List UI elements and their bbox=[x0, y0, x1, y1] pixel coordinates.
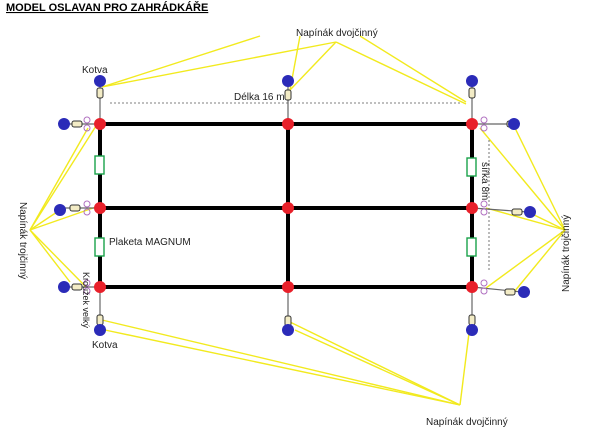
junction-br bbox=[466, 281, 478, 293]
diagram-title: MODEL OSLAVAN PRO ZAHRÁDKÁŘE bbox=[6, 1, 208, 14]
label-kotva-bottom: Kotva bbox=[92, 340, 118, 351]
label-napinak-dvojcinny-top: Napínák dvojčinný bbox=[296, 28, 378, 39]
label-kruzek: Kroužek velký bbox=[81, 272, 91, 329]
label-napinak-trojcinny-right: Napínák trojčinný bbox=[561, 215, 572, 292]
junction-mr bbox=[466, 202, 478, 214]
anchor-left-bottom bbox=[58, 281, 70, 293]
plaque-left-top bbox=[94, 155, 105, 175]
label-kotva-top: Kotva bbox=[82, 65, 108, 76]
junction-bl bbox=[94, 281, 106, 293]
anchor-bottom-left bbox=[94, 324, 106, 336]
anchor-right-top bbox=[508, 118, 520, 130]
plaques bbox=[94, 155, 477, 257]
anchor-bottom-right bbox=[466, 324, 478, 336]
plaque-left-bottom bbox=[94, 237, 105, 257]
junction-tl bbox=[94, 118, 106, 130]
anchor-top-right bbox=[466, 75, 478, 87]
anchor-left-top bbox=[58, 118, 70, 130]
anchor-left-mid bbox=[54, 204, 66, 216]
rings bbox=[83, 116, 488, 295]
anchor-top-left bbox=[94, 75, 106, 87]
label-sirka: šířka 8m bbox=[479, 162, 490, 200]
anchor-top-mid bbox=[282, 75, 294, 87]
anchor-bottom-mid bbox=[282, 324, 294, 336]
label-plaketa: Plaketa MAGNUM bbox=[109, 237, 191, 248]
plaque-right-top bbox=[466, 157, 477, 177]
plaque-right-bottom bbox=[466, 237, 477, 257]
anchor-right-bottom bbox=[518, 286, 530, 298]
junction-ml bbox=[94, 202, 106, 214]
junction-tm bbox=[282, 118, 294, 130]
anchor-right-mid bbox=[524, 206, 536, 218]
junctions bbox=[94, 118, 478, 293]
junction-tr bbox=[466, 118, 478, 130]
anchors bbox=[54, 75, 536, 336]
junction-bm bbox=[282, 281, 294, 293]
label-napinak-dvojcinny-bottom: Napínák dvojčinný bbox=[426, 417, 508, 428]
junction-mm bbox=[282, 202, 294, 214]
label-napinak-trojcinny-left: Napínák trojčinný bbox=[17, 202, 28, 279]
label-delka: Délka 16 m bbox=[234, 92, 285, 103]
